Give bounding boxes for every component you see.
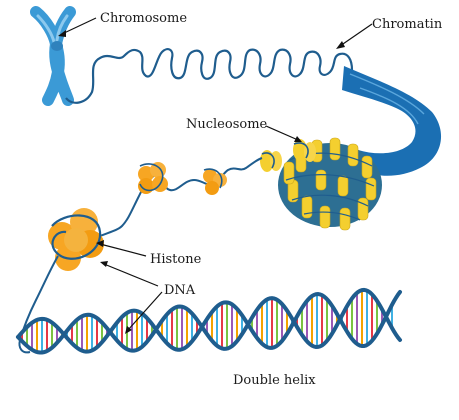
label-dna-group: DNA [100, 261, 196, 334]
label-chromosome: Chromosome [100, 11, 187, 26]
helix-strand-a [16, 287, 402, 355]
nucleosome-orange-2 [203, 168, 227, 195]
dna-strand-top [65, 48, 354, 104]
nucleosome-small-1 [260, 150, 282, 172]
linker-dna [99, 157, 263, 237]
dna-strand-lower [18, 255, 59, 354]
label-double-helix: Double helix [233, 373, 316, 388]
label-chromatin: Chromatin [372, 17, 443, 32]
label-chromatin-group: Chromatin [336, 17, 443, 49]
chromosome [30, 6, 76, 106]
double-helix [16, 287, 402, 355]
histone [48, 208, 104, 271]
helix-strand-b [16, 290, 402, 354]
chromatin-fiber [342, 66, 442, 176]
label-histone: Histone [150, 252, 202, 267]
label-nucleosome: Nucleosome [186, 117, 268, 132]
nucleosome-orange-1 [138, 162, 168, 194]
label-histone-group: Histone [96, 240, 202, 267]
label-nucleosome-group: Nucleosome [186, 117, 302, 142]
label-dna: DNA [164, 283, 196, 298]
label-chromosome-group: Chromosome [58, 11, 187, 37]
nucleosome-small-2 [293, 139, 316, 162]
